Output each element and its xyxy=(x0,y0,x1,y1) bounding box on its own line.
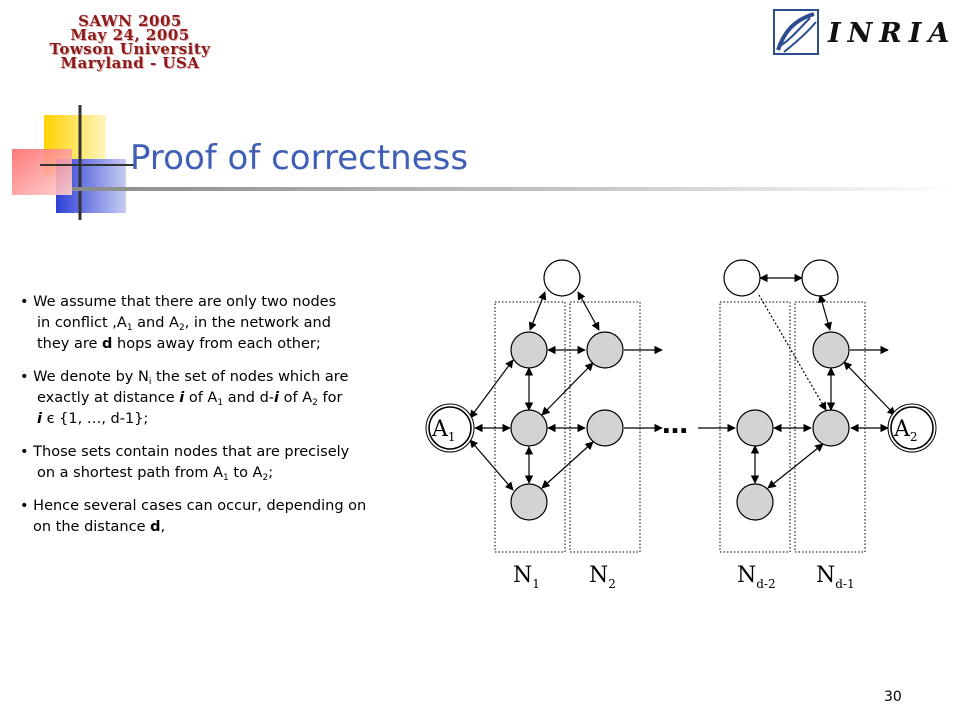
bullet-line: exactly at distance i of A1 and d-i of A… xyxy=(37,390,343,408)
bullet-item: • Those sets contain nodes that are prec… xyxy=(20,442,420,484)
outer-node xyxy=(723,259,761,297)
endpoint-a1-label: A1 xyxy=(431,417,456,444)
conference-line: SAWN 2005 xyxy=(78,12,182,30)
page-number: 30 xyxy=(884,689,902,705)
conference-line: May 24, 2005 xyxy=(70,26,190,44)
bullet-line: in conflict ,A1 and A2, in the network a… xyxy=(37,315,331,333)
network-diagram: A1 A2 … N1 N2 Nd-2 Nd-1 xyxy=(425,259,937,591)
inria-logo-text: INRIA xyxy=(828,18,957,49)
conference-line: Maryland - USA xyxy=(60,54,200,72)
outer-node xyxy=(801,259,839,297)
bullet-line: they are d hops away from each other; xyxy=(37,336,321,352)
bullet-line: on a shortest path from A1 to A2; xyxy=(37,465,274,483)
bullet-line: • We assume that there are only two node… xyxy=(20,294,337,310)
bullet-list: • We assume that there are only two node… xyxy=(20,292,420,550)
set-node xyxy=(812,409,850,447)
outer-node xyxy=(543,259,581,297)
set-label-n2: N2 xyxy=(589,563,616,591)
set-box-nd-2 xyxy=(719,301,791,553)
endpoint-a2-node xyxy=(887,403,937,453)
bullet-line: • Hence several cases can occur, dependi… xyxy=(20,498,367,514)
set-node xyxy=(812,331,850,369)
set-node xyxy=(510,409,548,447)
endpoint-a2-label: A2 xyxy=(893,417,918,444)
inria-emblem-icon xyxy=(773,9,819,55)
set-label-n1: N1 xyxy=(513,563,540,591)
set-label-nd-2: Nd-2 xyxy=(737,563,776,591)
bullet-item: • We assume that there are only two node… xyxy=(20,292,420,355)
set-node xyxy=(736,483,774,521)
set-node xyxy=(510,331,548,369)
set-node xyxy=(586,331,624,369)
inria-logo: INRIA xyxy=(770,6,949,58)
bullet-line: • Those sets contain nodes that are prec… xyxy=(20,444,350,460)
bullet-line: on the distance d, xyxy=(33,519,166,535)
bullet-item: • Hence several cases can occur, dependi… xyxy=(20,496,420,538)
set-label-nd-1: Nd-1 xyxy=(816,563,855,591)
set-node xyxy=(736,409,774,447)
bullet-line: • We denote by Ni the set of nodes which… xyxy=(20,369,349,387)
set-node xyxy=(510,483,548,521)
conference-stamp: SAWN 2005 May 24, 2005 Towson University… xyxy=(28,12,232,72)
title-decoration-icon xyxy=(12,105,135,220)
endpoint-a1-node xyxy=(425,403,475,453)
title-underline xyxy=(72,187,960,191)
conference-line: Towson University xyxy=(49,40,211,58)
bullet-item: • We denote by Ni the set of nodes which… xyxy=(20,367,420,430)
set-node xyxy=(586,409,624,447)
slide-title: Proof of correctness xyxy=(130,138,469,178)
ellipsis-label: … xyxy=(662,410,688,440)
bullet-line: i є {1, …, d-1}; xyxy=(37,411,149,427)
